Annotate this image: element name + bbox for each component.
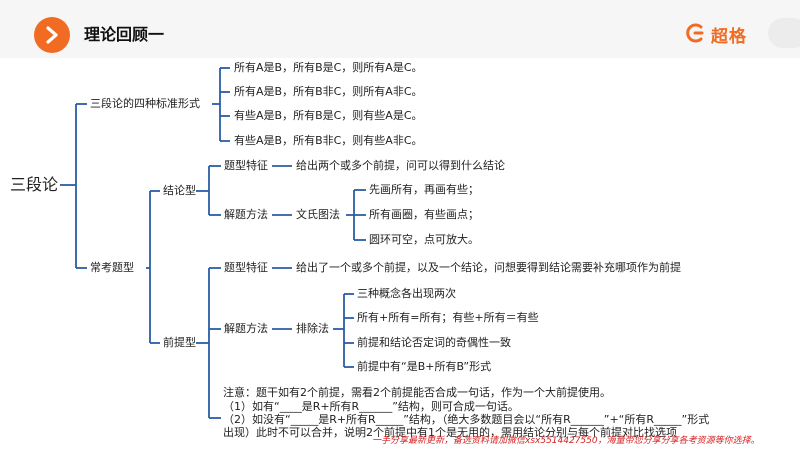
premise-feature-text: 给出了一个或多个前提，以及一个结论，问想要得到结论需要补充哪项作为前提: [296, 261, 681, 274]
premise-feature-label: 题型特征: [224, 261, 268, 274]
elim-item-3: 前提和结论否定词的奇偶性一致: [357, 336, 511, 349]
brand-name: 超格: [711, 27, 747, 47]
page-title: 理论回顾一: [84, 25, 165, 44]
root-node: 三段论: [10, 175, 59, 194]
venn-method-node: 文氏图法: [296, 208, 340, 221]
header-pill: [768, 18, 800, 48]
common-types-node: 常考题型: [90, 261, 134, 274]
standard-form-1: 所有A是B，所有B是C，则所有A是C。: [234, 61, 423, 74]
elimination-method-node: 排除法: [296, 322, 329, 335]
standard-forms-node: 三段论的四种标准形式: [90, 97, 200, 110]
note-line-4: 出现）此时不可以合并，说明2个前提中有1个是无用的，需用结论分别与每个前提对比找…: [223, 426, 677, 439]
brand-logo-icon: [686, 23, 704, 43]
standard-form-2: 所有A是B，所有B非C，则所有A非C。: [234, 85, 423, 98]
venn-item-2: 所有画圈，有些画点；: [369, 208, 479, 221]
venn-item-3: 圆环可空，点可放大。: [369, 233, 479, 246]
premise-type-node: 前提型: [163, 336, 196, 349]
chevron-right-icon: [34, 17, 70, 53]
header-bar: 理论回顾一 超格: [0, 0, 800, 58]
conclusion-type-node: 结论型: [163, 184, 196, 197]
elim-item-1: 三种概念各出现两次: [357, 287, 456, 300]
note-line-2: （1）如有“____是R+所有R______”结构，则可合成一句话。: [223, 400, 519, 413]
elim-item-4: 前提中有“是B+所有B”形式: [357, 360, 492, 373]
note-line-1: 注意：题干如有2个前提，需看2个前提能否合成一句话，作为一个大前提使用。: [223, 386, 611, 399]
elim-item-2: 所有+所有=所有；有些+所有＝有些: [357, 311, 539, 324]
conclusion-method-label: 解题方法: [224, 208, 268, 221]
conclusion-feature-label: 题型特征: [224, 159, 268, 172]
conclusion-feature-text: 给出两个或多个前提，问可以得到什么结论: [296, 159, 505, 172]
standard-form-4: 有些A是B，所有B非C，则有些A非C。: [234, 134, 423, 147]
premise-method-label: 解题方法: [224, 322, 268, 335]
note-line-3: （2）如没有“_____是R+所有R_____”结构，（绝大多数题目会以“所有R…: [223, 413, 710, 426]
watermark-text: 一手分享最新更新，备选资料请加微信xsx5514427550，海量带您分享分享各…: [372, 436, 760, 446]
venn-item-1: 先画所有，再画有些；: [369, 183, 479, 196]
standard-form-3: 有些A是B，所有B是C，则有些A是C。: [234, 109, 423, 122]
